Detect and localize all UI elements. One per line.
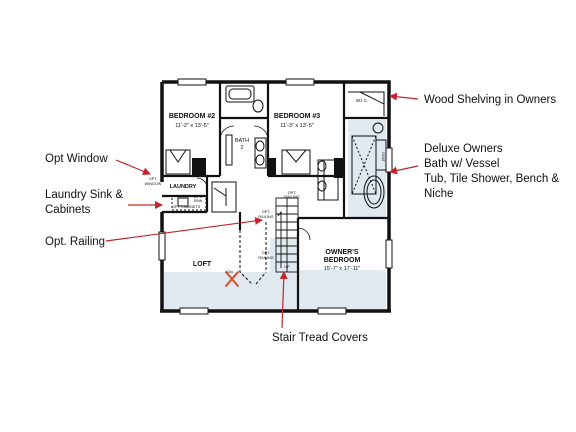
arrow-wood-shelving xyxy=(389,92,419,101)
bedroom2-size: 11'-2" x 13'-5" xyxy=(175,123,208,129)
callout-texts: Wood Shelving in Owners Deluxe Owners Ba… xyxy=(45,94,559,344)
arrow-deluxe-owners xyxy=(389,165,419,175)
dn-label: DN xyxy=(227,270,233,274)
opt-railing-lines xyxy=(239,222,267,285)
room-labels: BEDROOM #2 11'-2" x 13'-5" BEDROOM #3 11… xyxy=(169,98,368,272)
removed-railing-x-icon xyxy=(225,271,239,287)
opt-railing-label-3: OPT. xyxy=(262,251,270,255)
arrow-opt-railing xyxy=(105,216,263,242)
arrow-stair-tread xyxy=(279,271,288,329)
callout-opt-railing: Opt. Railing xyxy=(45,236,105,248)
callout-stair-tread: Stair Tread Covers xyxy=(272,332,368,344)
doors xyxy=(196,125,311,241)
opt-railing-label-1b: RAILING xyxy=(258,215,273,219)
callout-deluxe-line2: Bath w/ Vessel xyxy=(424,158,499,170)
loft-label: LOFT xyxy=(193,261,212,268)
opt-sink-label: OPT. xyxy=(194,195,202,199)
opt-railing-label-1: OPT. xyxy=(262,210,270,214)
wic-label: W.I.C. xyxy=(356,98,368,103)
opt-railing-label-3b: RAILING xyxy=(258,256,273,260)
opt-railing-label-2b: RAILING xyxy=(284,195,299,199)
small-labels: OPT. WINDOW OPT. SINK OPT. CABINETS OPT.… xyxy=(145,152,385,274)
callout-opt-window: Opt Window xyxy=(45,153,108,165)
windows xyxy=(158,78,393,315)
closets xyxy=(165,91,385,201)
opt-cabinets-label: OPT. CABINETS xyxy=(172,205,201,209)
interior-walls xyxy=(162,82,389,311)
bedroom3-label: BEDROOM #3 xyxy=(274,113,320,120)
callout-laundry-line1: Laundry Sink & xyxy=(45,189,123,201)
opt-window-plan-label-2: WINDOW xyxy=(145,182,162,186)
bedroom2-label: BEDROOM #2 xyxy=(169,113,215,120)
laundry-fixtures xyxy=(171,181,237,213)
bath2-fixtures xyxy=(225,85,267,169)
laundry-label: LAUNDRY xyxy=(170,184,197,190)
owners-bedroom-label: OWNER'S xyxy=(325,249,358,256)
callout-arrows xyxy=(105,92,419,329)
bath2-number: 2 xyxy=(240,145,243,151)
bedroom3-size: 11'-3" x 13'-5" xyxy=(280,123,313,129)
floor-shading xyxy=(164,120,386,310)
wall-blocks xyxy=(192,158,344,178)
opt-sink-label-2: SINK xyxy=(194,199,203,203)
callout-laundry-line2: Cabinets xyxy=(45,204,91,216)
owners-bath-fixtures xyxy=(317,122,387,209)
callout-wood-shelving: Wood Shelving in Owners xyxy=(424,94,556,106)
opt-railing-label-2: OPT. xyxy=(288,191,296,195)
callout-deluxe-line3: Tub, Tile Shower, Bench & xyxy=(424,173,559,185)
up-label: UP xyxy=(284,265,290,269)
bath2-label: BATH xyxy=(235,138,249,144)
opt-window-plan-label: OPT. xyxy=(149,177,157,181)
callout-deluxe-line4: Niche xyxy=(424,188,453,200)
arrow-opt-window xyxy=(115,159,151,176)
owners-bedroom-size: 15'-7" x 17'-11" xyxy=(324,266,361,272)
owners-bedroom-label-2: BEDROOM xyxy=(324,257,361,264)
seat-label: SEAT xyxy=(381,152,385,162)
callout-deluxe-line1: Deluxe Owners xyxy=(424,143,503,155)
